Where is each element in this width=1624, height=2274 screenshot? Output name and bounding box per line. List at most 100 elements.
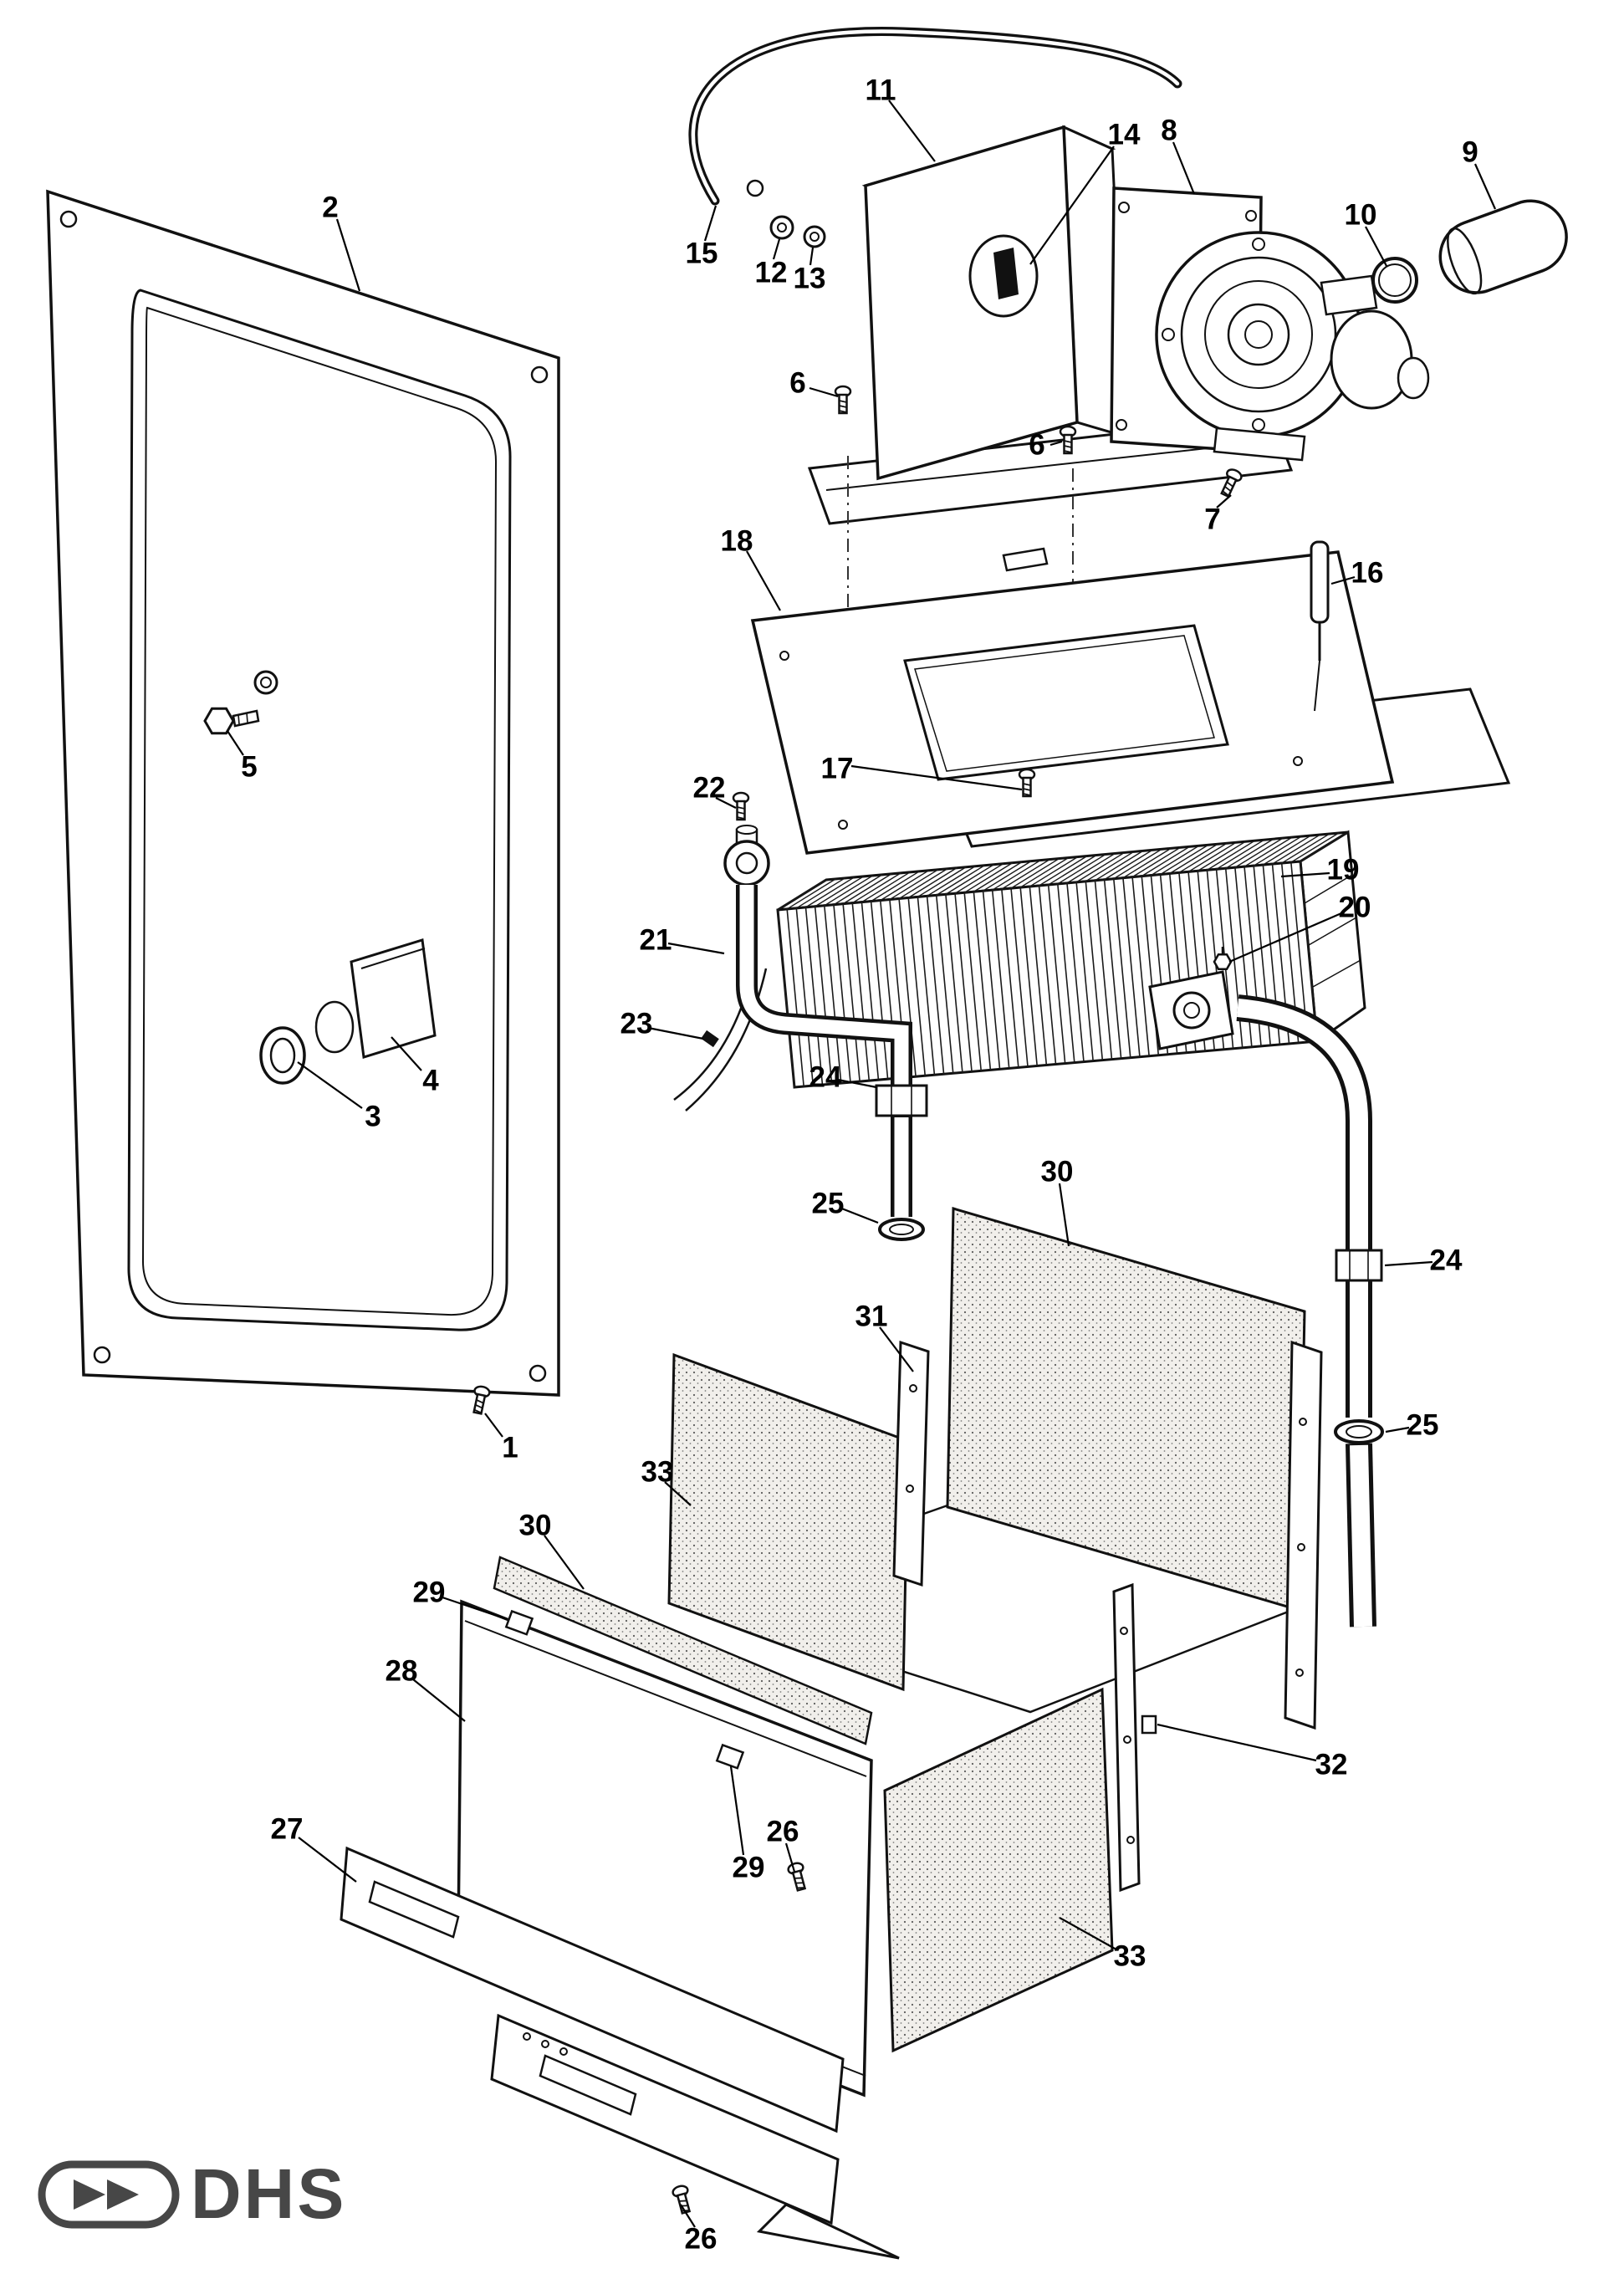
- part-label-7: 7: [1204, 503, 1220, 536]
- leader-line-11: [888, 100, 936, 162]
- leader-line-31: [879, 1326, 914, 1372]
- leader-line-14: [1029, 146, 1115, 265]
- clip-29b: [715, 1743, 745, 1770]
- part-label-18: 18: [721, 525, 753, 558]
- part-label-33: 33: [641, 1456, 674, 1489]
- leader-line-20: [1228, 912, 1342, 963]
- leader-line-6: [1049, 440, 1063, 447]
- leader-line-25: [839, 1206, 879, 1224]
- fan-motor: [1330, 309, 1413, 410]
- part-label-24: 24: [809, 1061, 842, 1094]
- part-label-29: 29: [733, 1852, 765, 1884]
- part-label-27: 27: [271, 1813, 304, 1846]
- part-label-14: 14: [1108, 119, 1141, 151]
- dhs-logo-glyph: [38, 2160, 180, 2229]
- leader-line-15: [703, 205, 718, 242]
- electrode-16: [1310, 540, 1330, 712]
- part-label-19: 19: [1327, 854, 1360, 887]
- screw-26b: [670, 2183, 695, 2215]
- leader-line-22: [715, 797, 737, 809]
- corner-hole: [530, 365, 549, 384]
- screw-6a: [834, 385, 852, 415]
- part-label-1: 1: [502, 1432, 518, 1464]
- side-panel-33a: [667, 1352, 910, 1692]
- hex-bolt-5: [203, 707, 260, 735]
- part-label-23: 23: [620, 1008, 653, 1040]
- air-tube-9: [1438, 199, 1568, 295]
- dhs-logo: DHS: [38, 2154, 346, 2233]
- leader-line-3: [297, 1061, 363, 1109]
- rail-clip-32: [1141, 1714, 1157, 1735]
- logo-text: DHS: [191, 2154, 346, 2233]
- part-label-12: 12: [755, 257, 788, 289]
- part-label-20: 20: [1339, 892, 1371, 924]
- part-label-24: 24: [1430, 1244, 1463, 1277]
- leader-line-5: [227, 730, 244, 756]
- heat-exchanger: [673, 791, 1384, 1628]
- bottom-bracket-27: [490, 2013, 840, 2225]
- union-nut-24a: [875, 1084, 928, 1117]
- right-back-panel: [1284, 1340, 1323, 1730]
- insulation-strip-30b: [493, 1556, 873, 1745]
- leader-line-25: [1385, 1426, 1410, 1433]
- leader-line-10: [1365, 226, 1387, 267]
- part-label-32: 32: [1315, 1749, 1348, 1781]
- fan-assembly: [1110, 187, 1568, 499]
- sight-glass-plate: [350, 938, 437, 1059]
- casing-assembly: [340, 1207, 1323, 2260]
- part-label-26: 26: [685, 2223, 718, 2256]
- bracket-tail: [756, 2203, 900, 2260]
- part-label-2: 2: [322, 192, 338, 224]
- leader-line-29: [729, 1766, 745, 1856]
- screw-22: [732, 791, 750, 821]
- window-electrode: [993, 248, 1019, 299]
- grommet-ring-hole: [269, 1037, 296, 1074]
- o-ring-10: [1371, 257, 1418, 304]
- part-label-9: 9: [1462, 136, 1478, 169]
- leader-line-12: [772, 238, 781, 260]
- corner-hole: [93, 1346, 111, 1364]
- leader-line-33: [664, 1481, 692, 1506]
- part-label-6: 6: [1029, 429, 1044, 462]
- leader-line-7: [1216, 494, 1232, 508]
- wire-clip-23: [701, 1030, 719, 1048]
- sensor-wire: [685, 968, 768, 1111]
- part-label-10: 10: [1345, 199, 1377, 232]
- leader-line-6: [809, 386, 839, 398]
- leader-line-9: [1473, 163, 1497, 210]
- part-label-6: 6: [789, 367, 805, 400]
- union-nut-24b: [1335, 1249, 1383, 1282]
- leader-line-33: [1059, 1917, 1117, 1950]
- logo-arrow-icon: [74, 2179, 105, 2210]
- side-panel-33b: [883, 1687, 1114, 2053]
- leader-line-24: [837, 1078, 877, 1089]
- leader-line-8: [1172, 141, 1196, 195]
- part-label-15: 15: [686, 238, 718, 270]
- cable-grommet: [746, 179, 764, 197]
- frame-tab: [1002, 547, 1049, 572]
- corner-hole: [59, 210, 78, 228]
- fan-outlet: [1213, 427, 1306, 462]
- leader-line-28: [412, 1679, 466, 1722]
- leader-line-16: [1330, 575, 1356, 585]
- frame-opening: [903, 624, 1229, 781]
- leader-line-18: [746, 550, 781, 611]
- part-label-11: 11: [866, 74, 896, 107]
- logo-arrow-icon: [107, 2179, 139, 2210]
- part-label-17: 17: [821, 753, 854, 785]
- part-label-30: 30: [1041, 1156, 1074, 1188]
- part-label-25: 25: [812, 1188, 845, 1220]
- flue-frame-assembly: [750, 540, 1511, 855]
- terminal-box: [1320, 274, 1378, 316]
- leader-line-21: [667, 942, 725, 955]
- front-door-panel: [46, 189, 560, 1416]
- part-label-29: 29: [413, 1576, 446, 1609]
- part-label-21: 21: [640, 924, 672, 957]
- leader-line-4: [391, 1036, 422, 1071]
- leader-line-30: [544, 1535, 585, 1590]
- strip-slot: [368, 1880, 460, 1939]
- clip-29a: [504, 1609, 534, 1636]
- leader-line-26: [680, 2204, 696, 2228]
- leader-line-2: [335, 218, 361, 292]
